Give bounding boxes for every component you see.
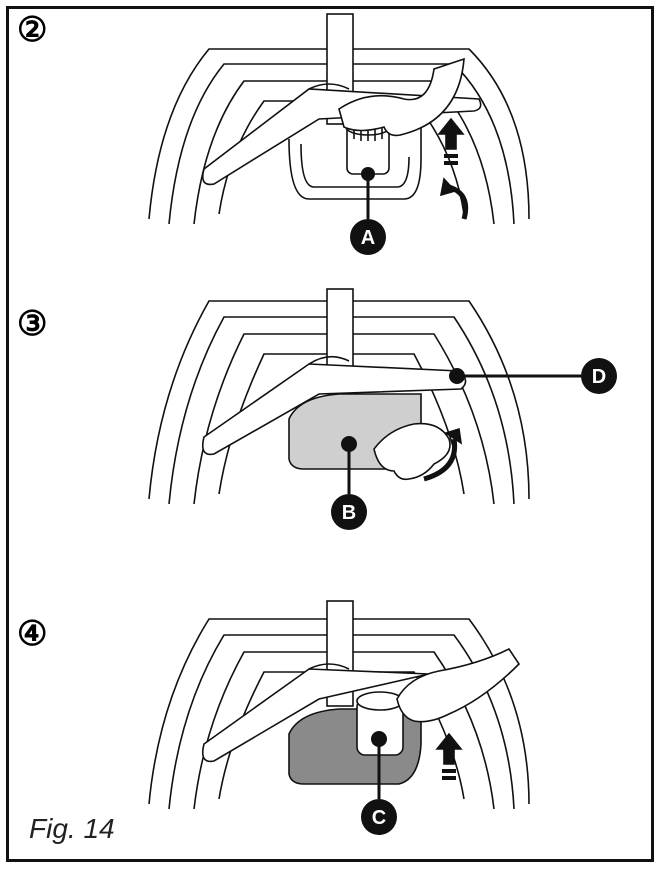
callout-c: C [361, 731, 397, 835]
callout-d-label: D [592, 366, 606, 388]
step-2-number: ② [17, 10, 48, 50]
step-4-illustration [148, 600, 530, 810]
callout-b-label: B [342, 502, 356, 524]
step-3-number: ③ [17, 304, 48, 344]
callout-b: B [331, 436, 367, 530]
step-4-number: ④ [17, 614, 48, 654]
step-2-illustration [148, 13, 530, 225]
callout-a-label: A [361, 227, 375, 249]
figure-label: Fig. 14 [29, 813, 115, 844]
figure-frame: ② ③ ④ [6, 6, 654, 862]
callout-c-label: C [372, 807, 386, 829]
callout-a: A [350, 167, 386, 255]
illustration: A D [148, 13, 617, 835]
callout-d: D [449, 358, 617, 394]
step-3-illustration [148, 288, 530, 505]
